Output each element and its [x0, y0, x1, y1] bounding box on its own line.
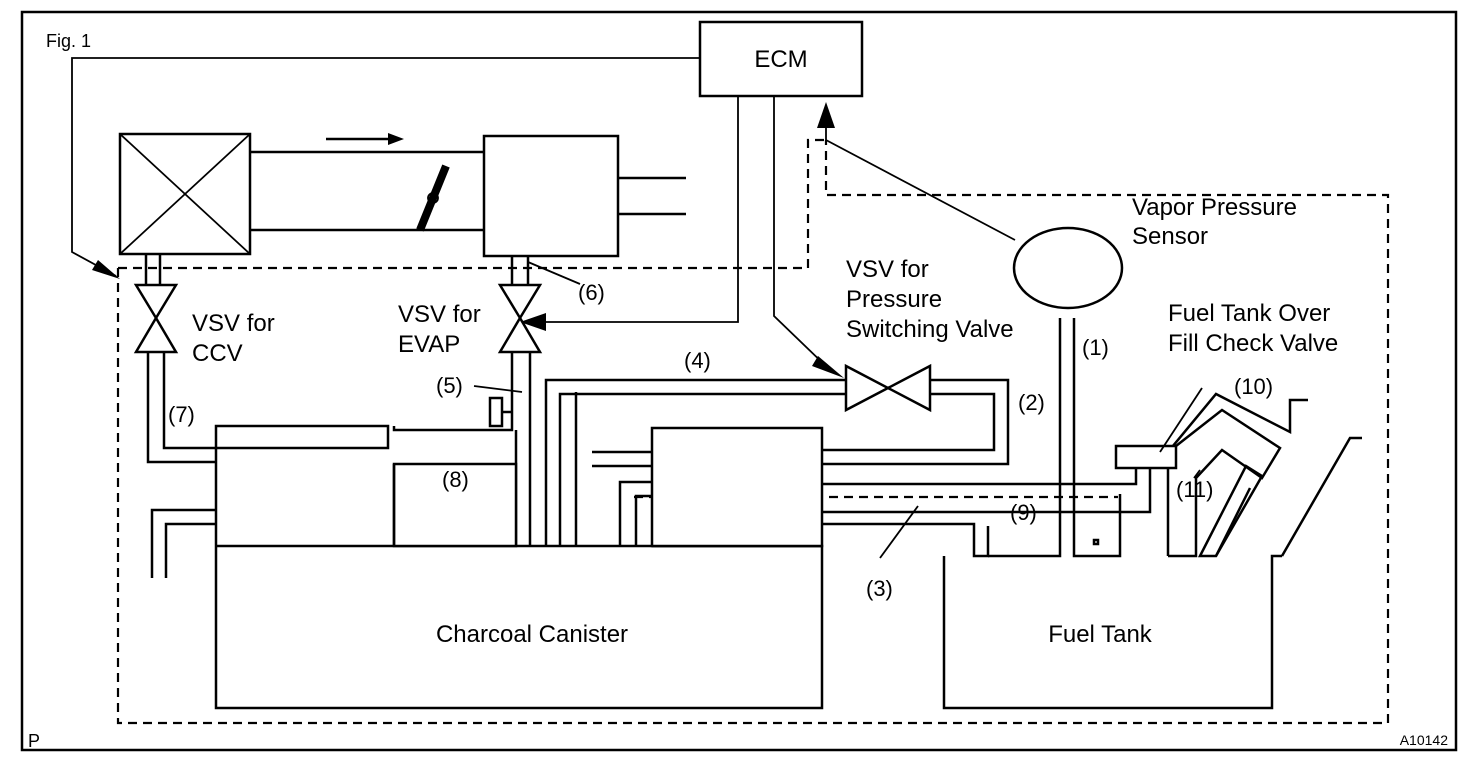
callout-5: (5): [436, 373, 463, 398]
callout-4: (4): [684, 348, 711, 373]
vsv-ccv-label-line2: CCV: [192, 340, 243, 367]
vapor-sensor-label-line2: Sensor: [1132, 223, 1208, 250]
ecm-label: ECM: [754, 46, 807, 73]
dashed-boundary-inner: [118, 138, 826, 270]
ecm-to-ccv-line: [71, 57, 700, 277]
charcoal-canister: [214, 424, 390, 450]
ecm-to-evap-line: [545, 96, 739, 323]
callout-10: (10): [1234, 374, 1273, 399]
callout-9: (9): [1010, 500, 1037, 525]
callout-6: (6): [578, 280, 605, 305]
vsv-pressure-label-line2: Pressure: [846, 286, 942, 313]
callout-7: (7): [168, 402, 195, 427]
callout-8: (8): [442, 467, 469, 492]
sensor-to-ecm-line: [825, 118, 1016, 241]
vsv-evap-label-line2: EVAP: [398, 331, 460, 358]
vapor-sensor-label-line1: Vapor Pressure: [1132, 194, 1297, 221]
corner-mark: P: [28, 731, 40, 751]
callout-3: (3): [866, 576, 893, 601]
vsv-pressure-valve: [844, 363, 891, 413]
evap-fitting: [488, 396, 504, 428]
over-fill-check-valve: [1114, 444, 1178, 470]
figure-label: Fig. 1: [46, 31, 91, 51]
figure-frame: [20, 10, 1458, 752]
charcoal-canister-label: Charcoal Canister: [436, 621, 628, 648]
ccv-arrowhead: [92, 260, 120, 279]
vsv-pressure-label-line1: VSV for: [846, 256, 929, 283]
dashed-boundary: [116, 140, 1390, 725]
throttle-valve: [416, 164, 450, 232]
sensor-arrowhead: [817, 102, 835, 128]
figure-code: A10142: [1400, 732, 1448, 748]
ecm-box: [698, 20, 864, 98]
vapor-pressure-sensor: [1012, 226, 1124, 310]
vsv-pressure-label-line3: Switching Valve: [846, 316, 1014, 343]
intake-manifold: [482, 134, 620, 258]
vsv-evap-label-line1: VSV for: [398, 301, 481, 328]
evap-arrowhead: [520, 313, 546, 331]
vsv-evap-valve: [497, 283, 543, 321]
callout-1: (1): [1082, 335, 1109, 360]
callout-2: (2): [1018, 390, 1045, 415]
pressure-vsv-arrowhead: [812, 356, 844, 378]
vsv-ccv-label-line1: VSV for: [192, 310, 275, 337]
fuel-tank: [942, 554, 1282, 710]
check-valve-label-line1: Fuel Tank Over: [1168, 300, 1330, 327]
callout-11: (11): [1176, 477, 1214, 502]
ecm-to-pressure-vsv-line: [773, 96, 831, 371]
check-valve-label-line2: Fill Check Valve: [1168, 330, 1338, 357]
vsv-ccv-valve: [133, 283, 179, 321]
fuel-tank-label: Fuel Tank: [1048, 621, 1153, 648]
